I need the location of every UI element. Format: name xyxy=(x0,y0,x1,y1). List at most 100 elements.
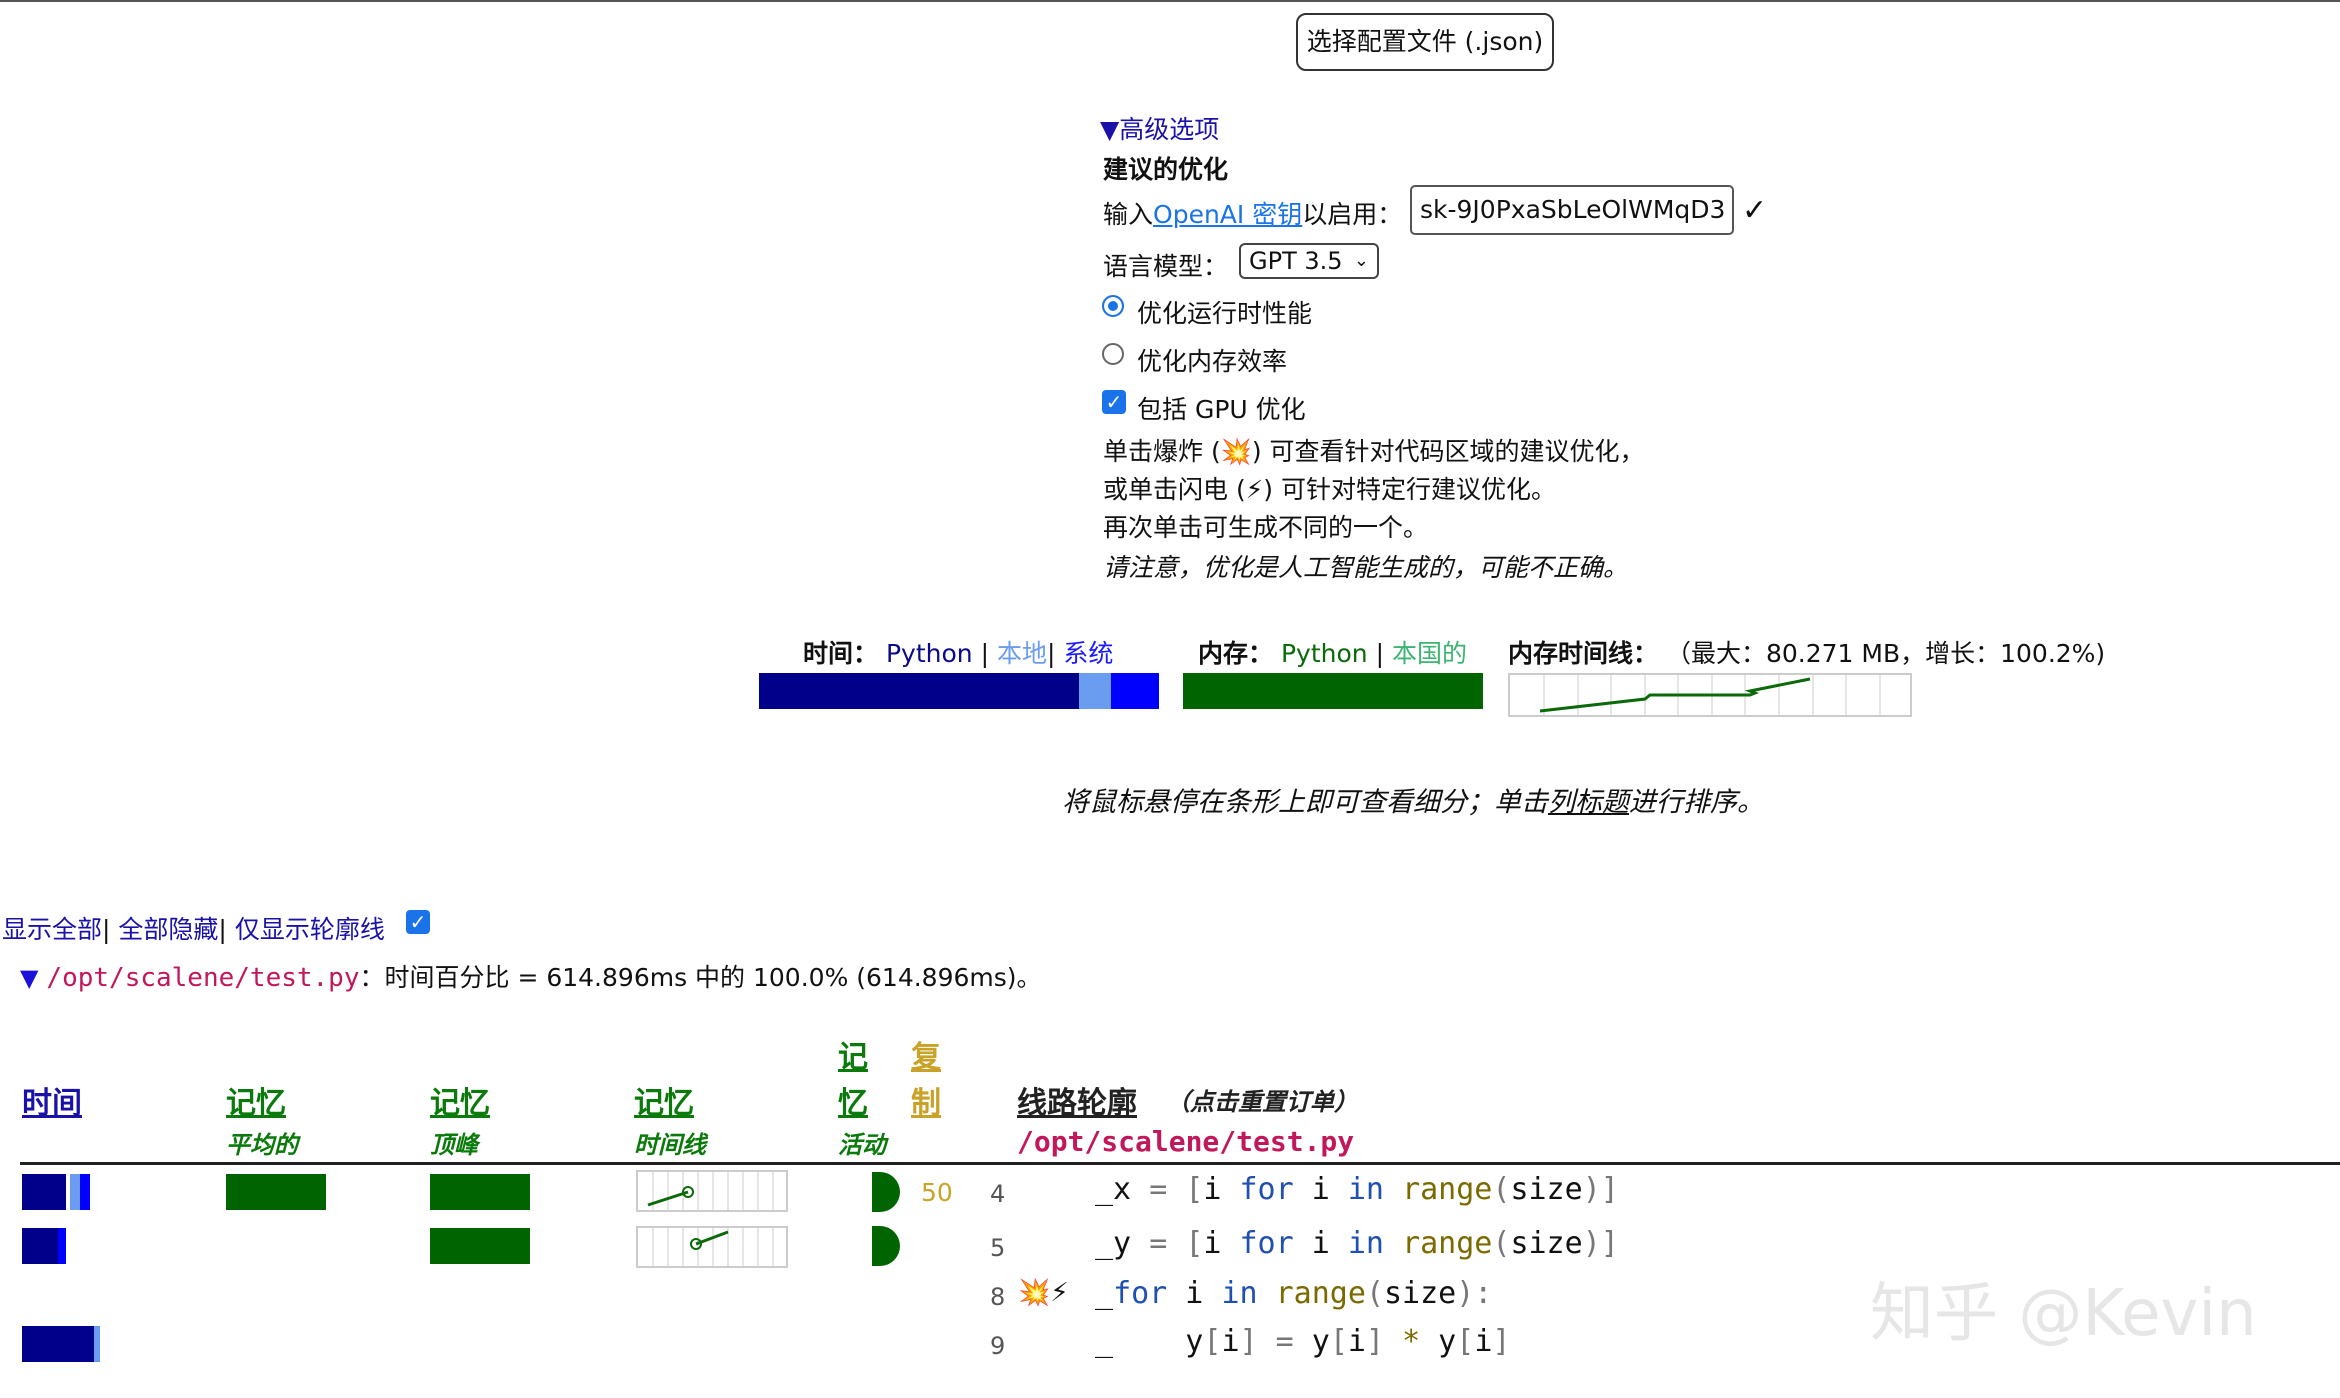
time-python-legend: Python xyxy=(885,639,973,668)
help-text-line-1: 单击爆炸 (💥) 可查看针对代码区域的建议优化， xyxy=(1103,437,1645,466)
file-path: /opt/scalene/test.py xyxy=(46,963,360,993)
file-summary: ▼ /opt/scalene/test.py：时间百分比 = 614.896ms… xyxy=(20,958,1042,994)
legend-separator: | xyxy=(1375,639,1385,668)
row-memory-timeline[interactable] xyxy=(636,1170,788,1212)
row-time-native-bar[interactable] xyxy=(94,1326,100,1362)
header-copy-1[interactable]: 复 xyxy=(911,1040,941,1075)
row-line-number: 4 xyxy=(990,1180,1006,1208)
help-text-warning: 请注意，优化是人工智能生成的，可能不正确。 xyxy=(1103,553,1629,582)
memory-timeline-svg xyxy=(1539,675,1881,715)
choose-config-file-button[interactable]: 选择配置文件 (.json) xyxy=(1296,13,1554,71)
include-gpu-label: 包括 GPU 优化 xyxy=(1137,395,1306,424)
legend-separator: | xyxy=(980,639,990,668)
header-memory-activity-2[interactable]: 忆 xyxy=(838,1086,868,1121)
row-memory-activity-icon xyxy=(872,1226,900,1266)
top-border xyxy=(0,0,2340,2)
header-copy-2[interactable]: 制 xyxy=(911,1086,941,1121)
watermark: 知乎 @Kevin xyxy=(1870,1277,2257,1351)
row-line-number: 8 xyxy=(990,1283,1006,1311)
header-memory-timeline-sub: 时间线 xyxy=(634,1131,706,1159)
header-memory-average[interactable]: 记忆 xyxy=(226,1086,286,1121)
header-divider xyxy=(20,1162,2340,1165)
row-time-system-bar[interactable] xyxy=(80,1174,90,1210)
memory-summary-bar[interactable] xyxy=(1183,673,1483,709)
row-code[interactable]: _for i in range(size): xyxy=(1095,1276,1493,1311)
row-memory-activity-icon xyxy=(872,1172,900,1212)
memory-summary-legend: 内存： Python | 本国的 xyxy=(1198,634,1467,670)
column-header-link[interactable]: 列标题 xyxy=(1548,787,1629,818)
api-key-label: 输入OpenAI 密钥以启用： xyxy=(1103,195,1402,231)
row-time-native-bar[interactable] xyxy=(70,1174,80,1210)
optimize-runtime-radio[interactable] xyxy=(1102,295,1124,317)
file-collapse-toggle[interactable]: ▼ xyxy=(20,964,39,992)
row-memory-timeline-svg xyxy=(647,1172,774,1210)
row-time-python-bar[interactable] xyxy=(22,1174,66,1210)
hover-hint: 将鼠标悬停在条形上即可查看细分；单击列标题进行排序。 xyxy=(1062,780,1764,819)
header-memory-timeline[interactable]: 记忆 xyxy=(634,1086,694,1121)
controls-separator: | xyxy=(218,915,227,944)
row-memory-peak-bar[interactable] xyxy=(430,1174,530,1210)
view-controls: 显示全部| 全部隐藏| 仅显示轮廓线 xyxy=(2,910,385,946)
advanced-options-toggle[interactable]: ▼高级选项 xyxy=(1100,115,1220,144)
row-memory-average-bar[interactable] xyxy=(226,1174,326,1210)
memory-timeline-chart[interactable] xyxy=(1508,673,1912,717)
header-time[interactable]: 时间 xyxy=(22,1086,82,1121)
time-system-legend: 系统 xyxy=(1063,639,1114,668)
table-row[interactable] xyxy=(22,1228,66,1264)
language-model-label: 语言模型： xyxy=(1103,252,1229,281)
openai-key-link[interactable]: OpenAI 密钥 xyxy=(1153,200,1303,229)
hide-all-link[interactable]: 全部隐藏 xyxy=(118,915,219,944)
row-code[interactable]: _y = [i for i in range(size)] xyxy=(1095,1226,1619,1261)
optimize-memory-radio[interactable] xyxy=(1102,343,1124,365)
table-row[interactable] xyxy=(22,1326,100,1362)
help-text-line-3: 再次单击可生成不同的一个。 xyxy=(1103,513,1429,542)
time-native-segment[interactable] xyxy=(1079,673,1111,709)
row-line-number: 5 xyxy=(990,1234,1006,1262)
suggest-optimization-title: 建议的优化 xyxy=(1103,155,1229,184)
memory-timeline-stats: （最大：80.271 MB，增长：100.2%) xyxy=(1665,639,2106,668)
help-text-line-2: 或单击闪电 (⚡) 可针对特定行建议优化。 xyxy=(1103,475,1556,504)
row-code[interactable]: _x = [i for i in range(size)] xyxy=(1095,1172,1619,1207)
time-python-segment[interactable] xyxy=(759,673,1079,709)
time-label: 时间： xyxy=(803,639,879,668)
header-reset-order-note[interactable]: （点击重置订单） xyxy=(1166,1088,1358,1116)
time-summary-legend: 时间： Python | 本地| 系统 xyxy=(803,634,1113,670)
chevron-down-icon: ⌄ xyxy=(1353,250,1369,271)
row-optimize-icons[interactable]: 💥⚡ xyxy=(1018,1278,1069,1308)
row-code[interactable]: _ y[i] = y[i] * y[i] xyxy=(1095,1324,1511,1359)
include-gpu-checkbox[interactable]: ✓ xyxy=(1102,390,1126,414)
memory-python-legend: Python xyxy=(1280,639,1368,668)
time-summary-bar[interactable] xyxy=(759,673,1159,709)
row-copy-value: 50 xyxy=(921,1178,953,1207)
header-memory-activity-sub: 活动 xyxy=(838,1131,886,1159)
time-system-segment[interactable] xyxy=(1111,673,1159,709)
row-time-python-bar[interactable] xyxy=(22,1326,94,1362)
row-time-python-bar[interactable] xyxy=(22,1228,58,1264)
api-key-suffix: 以启用： xyxy=(1302,200,1403,229)
row-memory-timeline[interactable] xyxy=(636,1226,788,1268)
header-memory-average-sub: 平均的 xyxy=(226,1131,298,1159)
memory-native-legend: 本国的 xyxy=(1391,639,1467,668)
table-row[interactable] xyxy=(22,1174,90,1210)
show-all-link[interactable]: 显示全部 xyxy=(2,915,103,944)
header-memory-peak[interactable]: 记忆 xyxy=(430,1086,490,1121)
optimize-runtime-label: 优化运行时性能 xyxy=(1137,299,1313,328)
header-memory-activity-1[interactable]: 记 xyxy=(838,1040,868,1075)
row-time-system-bar[interactable] xyxy=(58,1228,66,1264)
api-key-valid-check-icon: ✓ xyxy=(1742,193,1768,228)
header-memory-peak-sub: 顶峰 xyxy=(430,1131,478,1159)
memory-timeline-legend: 内存时间线： （最大：80.271 MB，增长：100.2%) xyxy=(1508,634,2105,670)
openai-api-key-input[interactable]: sk-9J0PxaSbLeOlWMqD3 xyxy=(1410,185,1734,235)
file-time-summary: ：时间百分比 = 614.896ms 中的 100.0% (614.896ms)… xyxy=(359,963,1042,992)
table-file-path: /opt/scalene/test.py xyxy=(1017,1125,1355,1158)
optimize-memory-label: 优化内存效率 xyxy=(1137,347,1288,376)
profile-only-checkbox[interactable]: ✓ xyxy=(406,910,430,934)
row-memory-peak-bar[interactable] xyxy=(430,1228,530,1264)
controls-separator: | xyxy=(102,915,111,944)
header-line-profile[interactable]: 线路轮廓 xyxy=(1017,1086,1137,1121)
hover-hint-part2: 进行排序。 xyxy=(1629,787,1764,818)
explosion-icon[interactable]: 💥⚡ xyxy=(1018,1278,1069,1308)
language-model-select[interactable]: GPT 3.5 ⌄ xyxy=(1239,243,1379,279)
language-model-value: GPT 3.5 xyxy=(1249,247,1343,275)
row-memory-timeline-svg xyxy=(652,1228,774,1266)
